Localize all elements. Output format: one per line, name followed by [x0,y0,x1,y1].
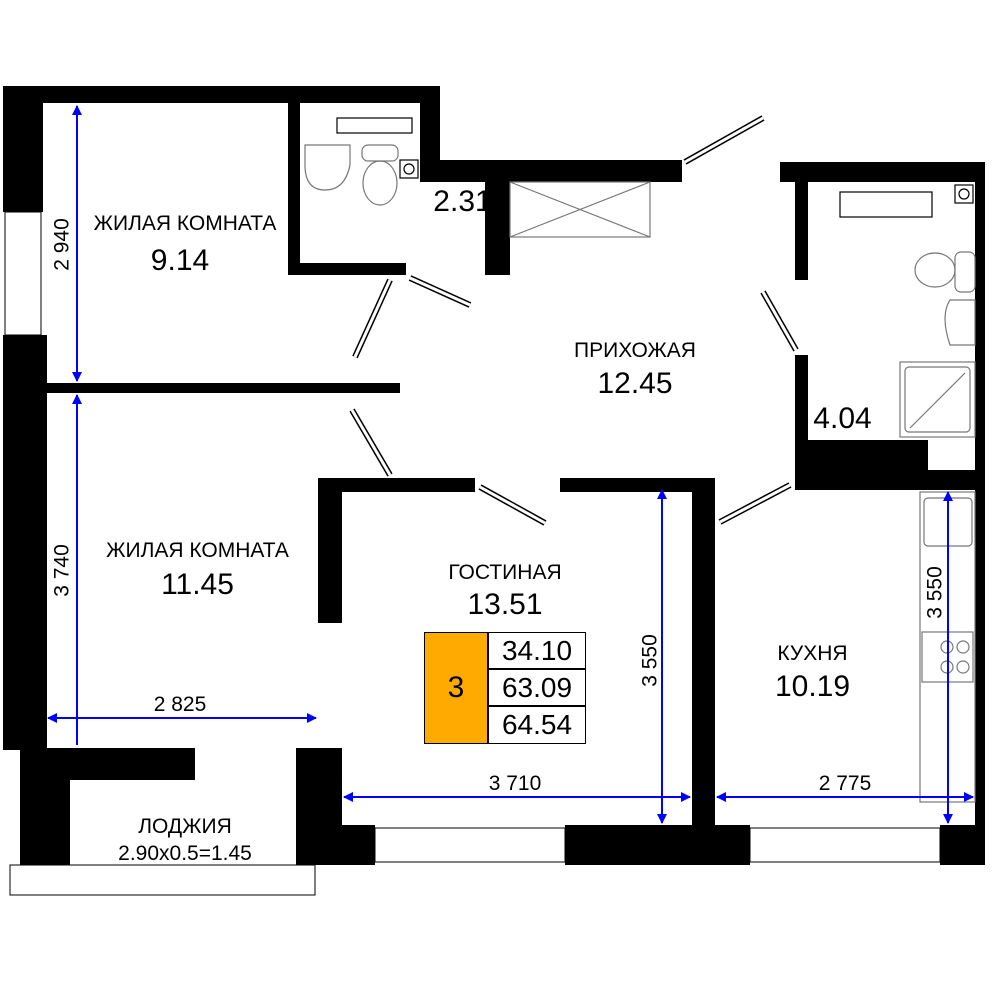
room-name-kitchen: КУХНЯ [777,642,848,665]
dimension-lines [47,105,974,824]
room-area-loggia: 2.90x0.5=1.45 [118,842,252,865]
doors-inner [350,116,798,525]
total-area-with-loggia-value: 64.54 [488,706,586,744]
toilet-icon-2 [914,252,956,288]
shower-icon [899,361,976,438]
room-area-kitchen: 10.19 [774,670,851,703]
room-area-hall: 12.45 [597,367,673,400]
fixtures [304,117,976,803]
room-area-living: 13.51 [467,588,543,621]
room-area-wc: 2.31 [433,185,492,218]
toilet-icon [362,160,398,206]
wardrobe-icon [509,181,651,238]
living-area-value: 34.10 [488,632,586,669]
dim-bedroom-1-height: 2 940 [50,218,74,271]
room-name-loggia: ЛОДЖИЯ [138,815,232,838]
walls [3,86,985,865]
dim-kitchen-height: 3 550 [923,566,947,619]
room-area-bedroom-2: 11.45 [161,568,234,601]
room-area-bathroom: 4.04 [813,402,872,435]
sink-icon [304,144,351,191]
room-name-living: ГОСТИНАЯ [448,561,562,584]
room-name-bedroom-1: ЖИЛАЯ КОМНАТА [93,212,277,235]
dim-kitchen-width: 2 775 [818,772,872,795]
dim-bedroom-2-height: 3 740 [50,544,74,597]
windows [4,211,941,896]
dim-living-height: 3 550 [638,634,662,687]
room-count-badge: 3 [424,632,488,744]
room-area-bedroom-1: 9.14 [150,244,210,277]
total-area-value: 63.09 [488,669,586,706]
dim-living-width: 3 710 [488,772,542,795]
room-name-bedroom-2: ЖИЛАЯ КОМНАТА [106,539,289,562]
room-name-hall: ПРИХОЖАЯ [574,339,696,362]
dim-bedroom-2-width: 2 825 [153,693,207,716]
sink-icon-2 [944,299,976,346]
apartment-summary: 3 34.10 63.09 64.54 [424,632,586,744]
